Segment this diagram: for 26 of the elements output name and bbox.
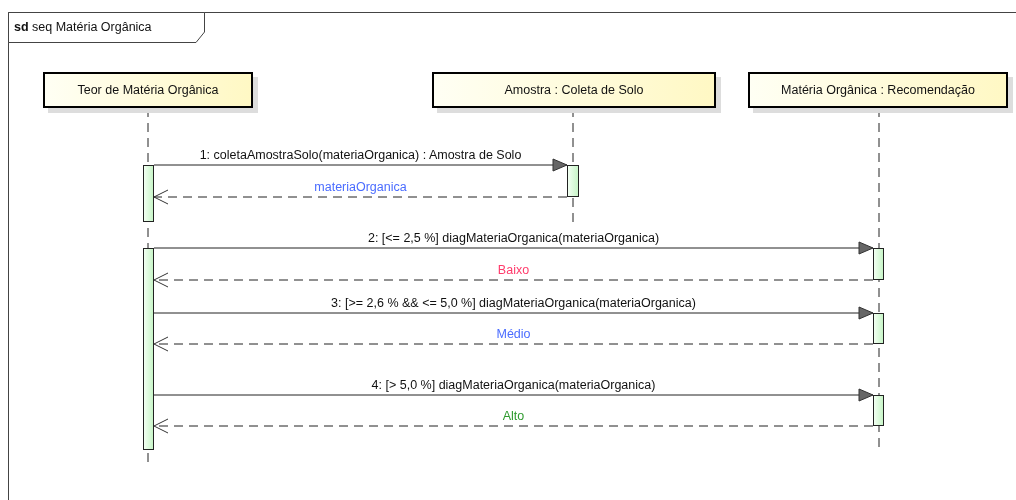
- participant-name: Amostra : Coleta de Solo: [504, 83, 644, 97]
- activation-bar: [873, 395, 884, 426]
- edge-label: 2: [<= 2,5 %] diagMateriaOrganica(materiaOrganica): [365, 231, 662, 245]
- return-arrow: [153, 336, 874, 352]
- activation-bar: [873, 313, 884, 344]
- activation-bar: [567, 165, 579, 197]
- return-arrow: [153, 189, 568, 205]
- edge-label: Alto: [500, 409, 527, 423]
- message-arrow: [153, 306, 874, 320]
- participant-name: Matéria Orgânica : Recomendação: [781, 83, 975, 97]
- edge-label: 3: [>= 2,6 % && <= 5,0 %] diagMateriaOrganica(materiaOrganica): [329, 296, 698, 310]
- edge-label: 1: coletaAmostraSolo(materiaOrganica) : Amostra de Solo: [197, 148, 524, 162]
- message-arrow: [153, 241, 874, 255]
- diagram-title: sd seq Matéria Orgânica: [14, 20, 152, 34]
- activation-bar: [143, 165, 154, 222]
- edge-label: Baixo: [495, 263, 532, 277]
- activation-bar: [873, 248, 884, 280]
- return-arrow: [153, 418, 874, 434]
- return-arrow: [153, 272, 874, 288]
- edge-label: materiaOrganica: [312, 180, 409, 194]
- activation-bar: [143, 248, 154, 450]
- message-arrow: [153, 158, 568, 172]
- participant-name: Teor de Matéria Orgânica: [77, 83, 219, 97]
- edge-label: Médio: [494, 327, 533, 341]
- message-arrow: [153, 388, 874, 402]
- edge-label: 4: [> 5,0 %] diagMateriaOrganica(materiaOrganica): [369, 378, 658, 392]
